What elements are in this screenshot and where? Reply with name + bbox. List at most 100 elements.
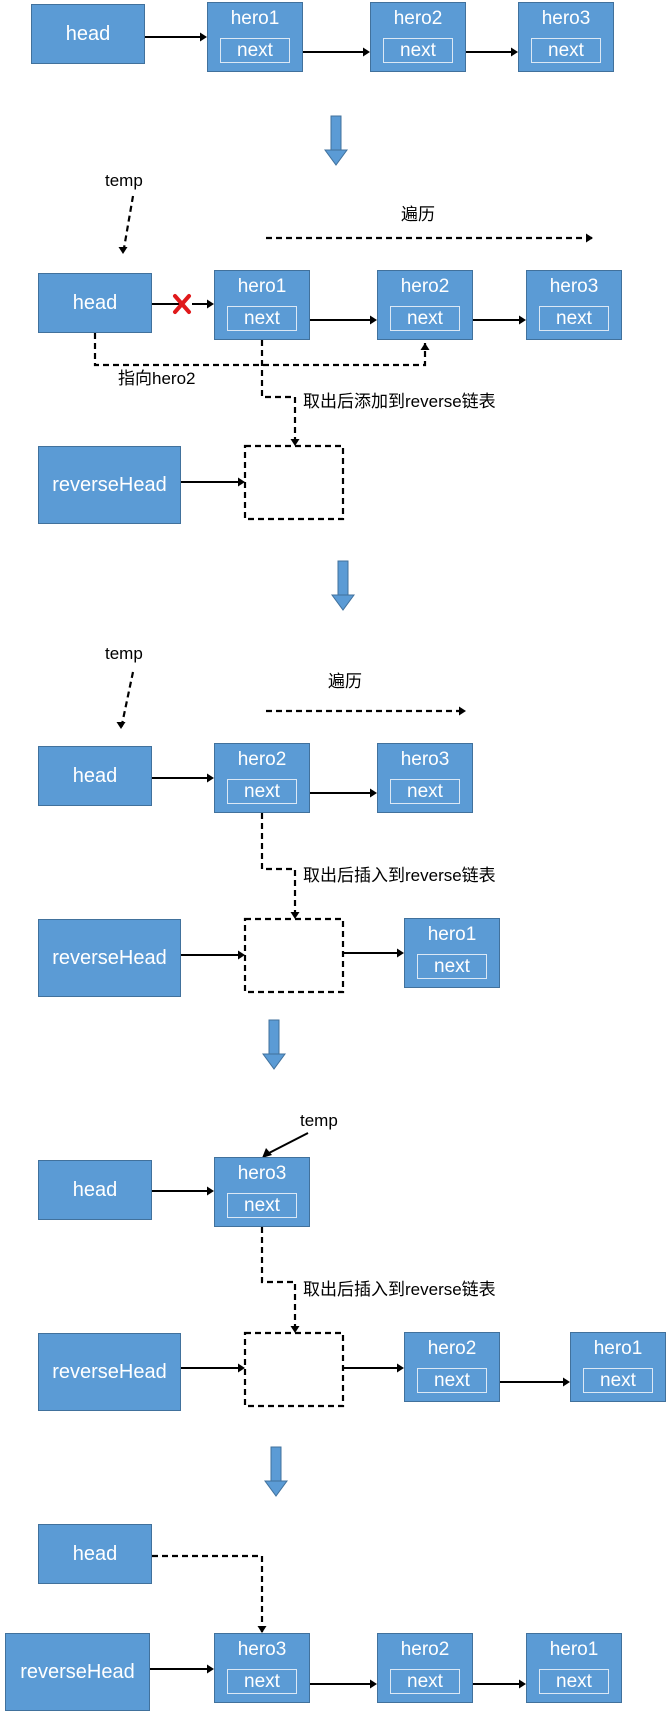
next-field: next: [390, 1669, 460, 1694]
node-name: hero2: [237, 749, 287, 770]
next-field: next: [227, 306, 297, 331]
head-label: head: [65, 22, 111, 45]
head-node: head: [38, 273, 152, 333]
take-out-hero3-path: [260, 1227, 297, 1333]
empty-slot: [243, 444, 345, 521]
empty-slot: [243, 1331, 345, 1408]
hero2-node: hero2 next: [370, 2, 466, 72]
next-field: next: [539, 306, 609, 331]
take-out-hero3-path-head: [290, 1326, 300, 1333]
head-node: head: [31, 4, 145, 64]
hero3-node: hero3 next: [518, 2, 614, 72]
link-hero2-hero1-head: [563, 1377, 570, 1387]
hero2-node: hero2 next: [377, 1633, 473, 1703]
link-head-hero1-head: [200, 32, 207, 42]
step-down-arrow-shaft: [268, 1019, 280, 1057]
reverse-head-node: reverseHead: [38, 919, 181, 997]
head-to-hero3-dashed: [152, 1554, 264, 1633]
head-to-hero2-dashed: [93, 333, 427, 367]
reverse-head-label: reverseHead: [52, 946, 167, 969]
take-out-hero2-path-head: [290, 912, 300, 919]
node-name: hero3: [400, 749, 450, 770]
link-hero2-hero1-head: [519, 1679, 526, 1689]
cross-mark-icon: [173, 294, 191, 314]
hero2-node: hero2 next: [377, 270, 473, 340]
link-head-hero3-head: [207, 1186, 214, 1196]
step-down-arrow-head: [324, 149, 348, 166]
next-field: next: [227, 1193, 297, 1218]
link-hero1-hero2-head: [370, 315, 377, 325]
head-node: head: [38, 1160, 152, 1220]
reverse-head-node: reverseHead: [38, 1333, 181, 1411]
take-out-add-label: 取出后添加到reverse链表: [303, 392, 496, 411]
hero2-node: hero2 next: [214, 743, 310, 813]
link-head-hero1-head: [207, 299, 214, 309]
traverse-label: 遍历: [401, 205, 435, 224]
link-reverse-head-hero3-head: [207, 1664, 214, 1674]
next-field: next: [417, 1368, 487, 1393]
temp-pointer: [119, 671, 135, 730]
point-to-hero2-label: 指向hero2: [118, 369, 196, 388]
step-down-arrow-shaft: [270, 1446, 282, 1484]
step-down-arrow-shaft: [330, 115, 342, 153]
next-field: next: [583, 1368, 653, 1393]
node-name: hero2: [427, 1338, 477, 1359]
head-label: head: [72, 1178, 118, 1201]
next-field: next: [220, 38, 290, 63]
step-down-arrow-head: [331, 594, 355, 611]
temp-label: temp: [300, 1111, 338, 1130]
traverse-label: 遍历: [328, 672, 362, 691]
link-hero2-hero3-head: [511, 47, 518, 57]
node-name: hero3: [237, 1639, 287, 1660]
next-field: next: [539, 1669, 609, 1694]
step-down-arrow-head: [262, 1053, 286, 1070]
head-node: head: [38, 746, 152, 806]
link-hero2-hero3-head: [519, 315, 526, 325]
node-name: hero2: [393, 8, 443, 29]
temp-pointer: [268, 1132, 309, 1154]
reverse-head-node: reverseHead: [5, 1633, 150, 1711]
node-name: hero1: [549, 1639, 599, 1660]
node-name: hero1: [230, 8, 280, 29]
link-reverse-head-slot-head: [238, 950, 245, 960]
link-hero3-hero2-head: [370, 1679, 377, 1689]
link-head-hero2-head: [207, 773, 214, 783]
node-name: hero1: [593, 1338, 643, 1359]
next-field: next: [227, 1669, 297, 1694]
hero3-node: hero3 next: [214, 1633, 310, 1703]
take-out-hero2-path: [260, 813, 297, 919]
link-slot-hero2-head: [397, 1363, 404, 1373]
next-field: next: [390, 779, 460, 804]
step-down-arrow-shaft: [337, 560, 349, 598]
temp-label: temp: [105, 171, 143, 190]
temp-pointer-head: [116, 722, 126, 729]
link-reverse-head-slot-head: [238, 1363, 245, 1373]
node-name: hero3: [541, 8, 591, 29]
hero3-node: hero3 next: [526, 270, 622, 340]
next-field: next: [531, 38, 601, 63]
reverse-head-label: reverseHead: [20, 1660, 135, 1683]
head-to-hero2-dashed-head: [420, 343, 430, 350]
head-node: head: [38, 1524, 152, 1584]
head-label: head: [72, 291, 118, 314]
next-field: next: [227, 779, 297, 804]
link-reverse-head-slot-head: [238, 477, 245, 487]
empty-slot: [243, 917, 345, 994]
hero1-node: hero1 next: [404, 918, 500, 988]
next-field: next: [383, 38, 453, 63]
next-field: next: [417, 954, 487, 979]
node-name: hero2: [400, 1639, 450, 1660]
link-hero2-hero3-head: [370, 788, 377, 798]
hero1-node: hero1 next: [526, 1633, 622, 1703]
hero3-node: hero3 next: [377, 743, 473, 813]
node-name: hero3: [549, 276, 599, 297]
take-out-hero1-path: [260, 340, 297, 446]
node-name: hero2: [400, 276, 450, 297]
next-field: next: [390, 306, 460, 331]
take-out-hero1-path-head: [290, 439, 300, 446]
node-name: hero1: [427, 924, 477, 945]
take-out-insert-label: 取出后插入到reverse链表: [303, 1280, 496, 1299]
